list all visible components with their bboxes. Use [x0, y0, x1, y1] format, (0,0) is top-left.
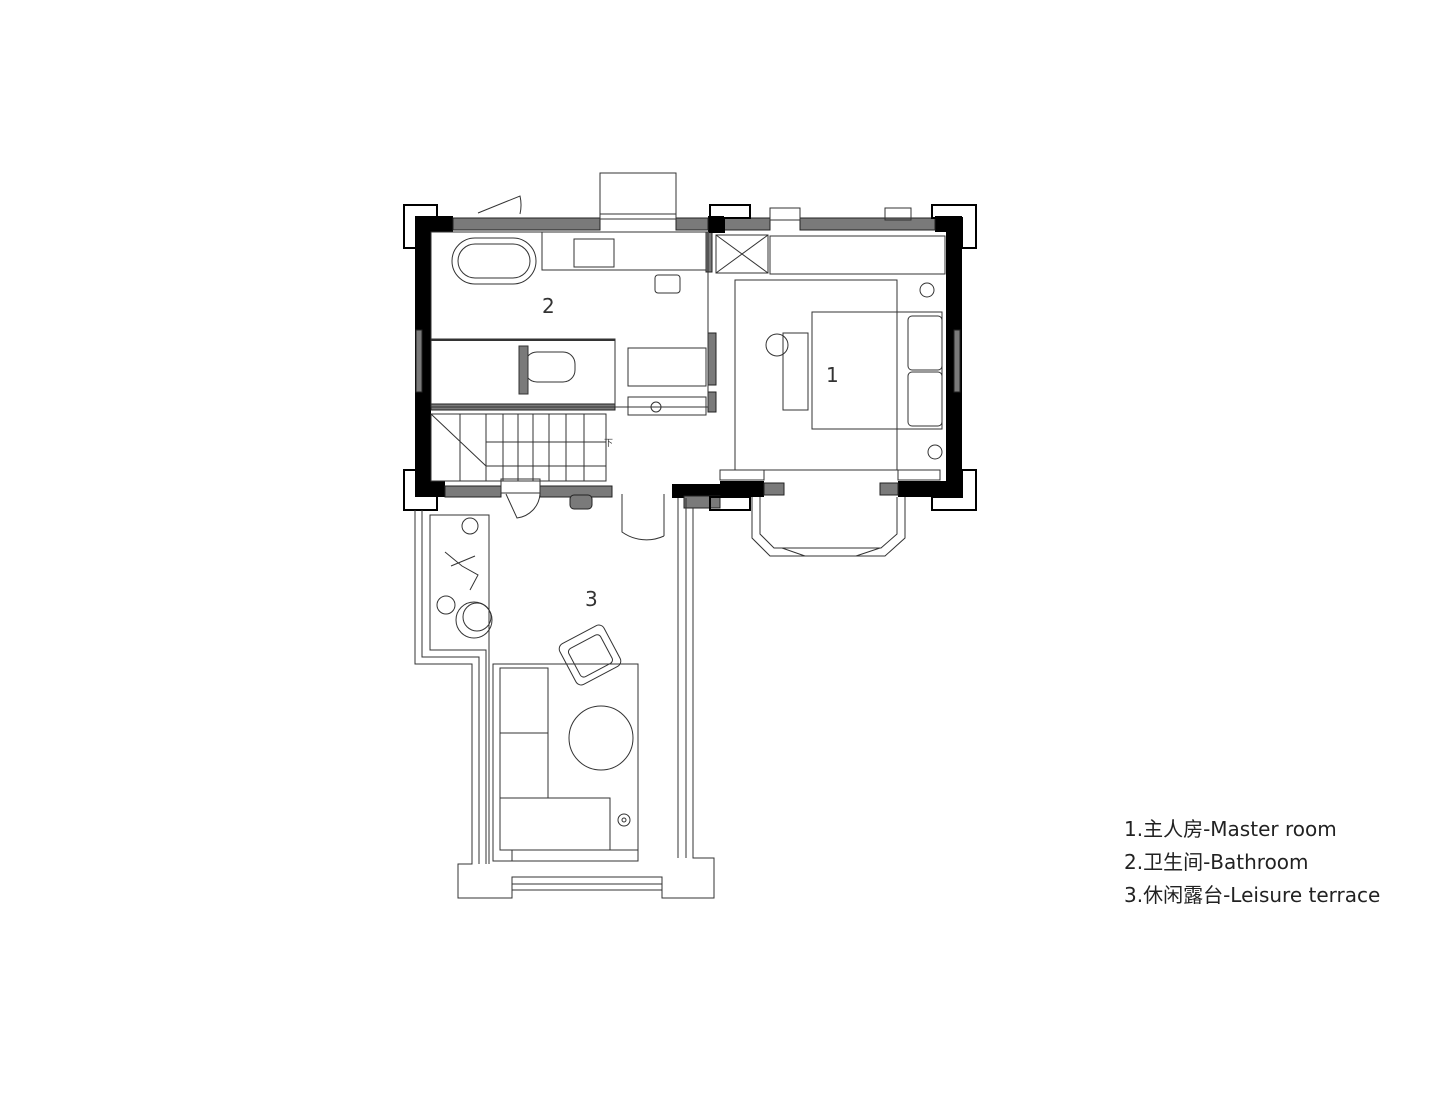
legend-item-bathroom: 2.卫生间-Bathroom [1124, 850, 1309, 874]
stair-direction-label: 下 [604, 439, 613, 449]
interior-lines [414, 172, 946, 899]
room-legend: 1.主人房-Master room 2.卫生间-Bathroom 3.休闲露台-… [1124, 813, 1380, 912]
corner-pilasters [403, 204, 977, 511]
legend-item-leisure-terrace: 3.休闲露台-Leisure terrace [1124, 883, 1381, 907]
gray-walls [415, 217, 961, 510]
room-number-3: 3 [585, 587, 598, 611]
exterior-walls [415, 216, 962, 498]
room-number-1: 1 [826, 363, 839, 387]
legend-item-master-room: 1.主人房-Master room [1124, 817, 1337, 841]
room-number-2: 2 [542, 294, 555, 318]
room-numbers: 1 2 3 下 [542, 294, 839, 611]
